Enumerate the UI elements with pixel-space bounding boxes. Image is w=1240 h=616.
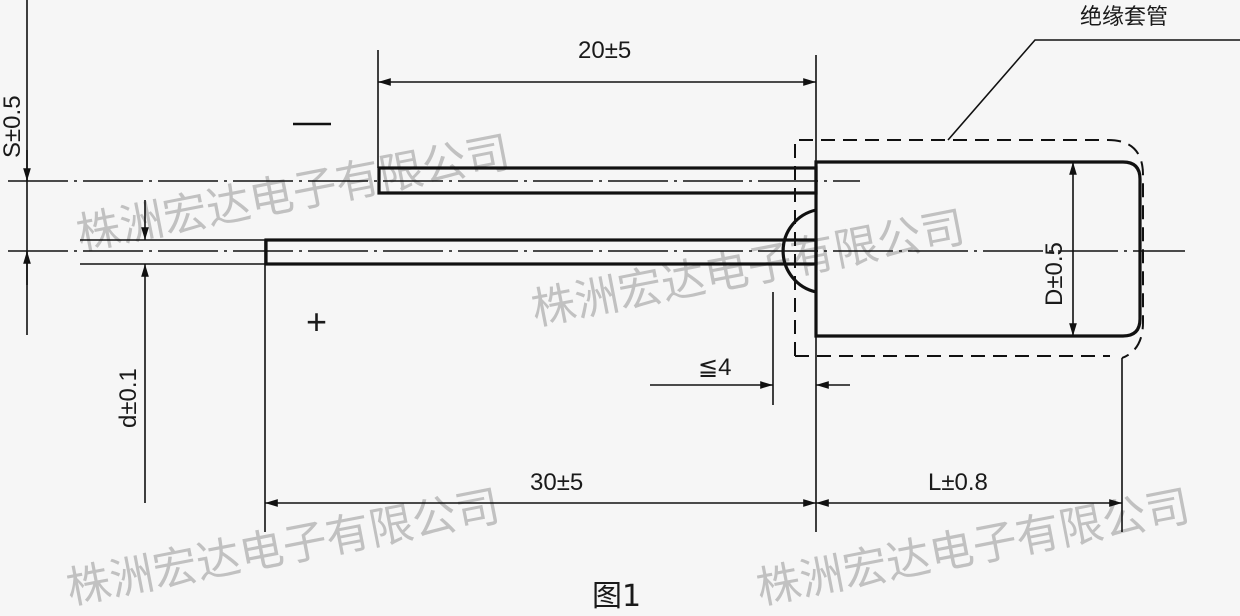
watermark: 株洲宏达电子有限公司 <box>752 481 1194 615</box>
lead-diameter-label: d±0.1 <box>115 368 142 428</box>
s-dimension-label: S±0.5 <box>0 95 26 158</box>
dome-max-label: ≦4 <box>698 354 731 381</box>
body-length-label: L±0.8 <box>928 469 988 496</box>
plus-sign: + <box>306 301 327 342</box>
capacitor-body <box>814 160 1142 338</box>
insulation-sleeve <box>794 139 1144 359</box>
figure-caption: 图1 <box>592 579 641 614</box>
sleeve-leader <box>947 39 1240 141</box>
lead-20-label: 20±5 <box>578 37 631 64</box>
watermarks: 株洲宏达电子有限公司 株洲宏达电子有限公司 株洲宏达电子有限公司 株洲宏达电子有… <box>62 127 1194 615</box>
watermark: 株洲宏达电子有限公司 <box>527 202 969 336</box>
lead-30-label: 30±5 <box>530 469 583 496</box>
sleeve-label: 绝缘套管 <box>1080 5 1168 30</box>
body-diameter-label: D±0.5 <box>1041 242 1068 306</box>
s-dimension: S±0.5 <box>0 0 31 335</box>
watermark: 株洲宏达电子有限公司 <box>62 481 504 615</box>
seal-dome <box>781 208 817 294</box>
